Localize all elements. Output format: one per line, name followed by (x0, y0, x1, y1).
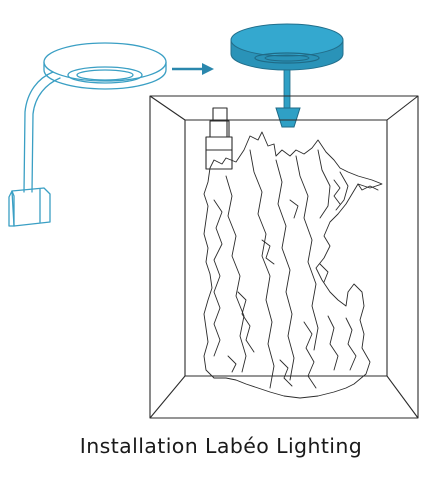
aquarium-tank (149, 95, 419, 419)
filter-clip (205, 107, 233, 170)
clip-lamp-outline (8, 42, 167, 227)
arrow-right-icon (172, 63, 214, 75)
lamp-disc-filled (230, 23, 344, 71)
rock-hardscape (203, 131, 383, 399)
diagram-caption: Installation Labéo Lighting (79, 434, 363, 458)
down-indicator-icon (275, 69, 301, 128)
